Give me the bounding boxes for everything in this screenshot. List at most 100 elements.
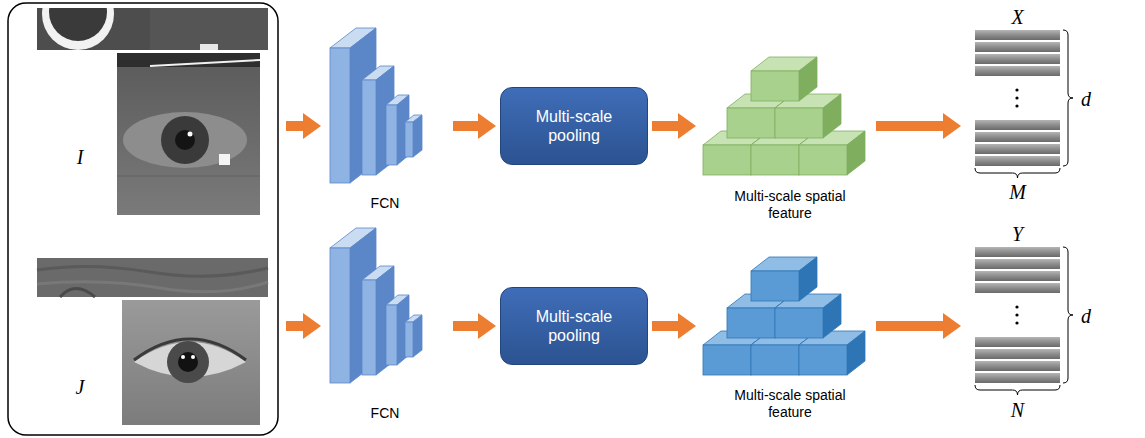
feature-cube — [703, 145, 751, 175]
feature-cube — [799, 57, 817, 101]
feature-cube — [751, 257, 817, 301]
flow-arrow — [876, 321, 943, 331]
eye-image — [122, 300, 260, 425]
eye-image — [178, 352, 198, 372]
feature-cube — [727, 308, 775, 338]
feature-bars — [975, 259, 1060, 269]
feature-cube — [799, 257, 817, 301]
pooling-box: Multi-scale pooling — [500, 287, 648, 365]
feature-cube — [751, 57, 817, 101]
brace — [975, 168, 1060, 178]
fcn-layer — [405, 122, 413, 157]
feature-cube — [703, 345, 751, 375]
variable-label: d — [1078, 87, 1094, 111]
feature-bars — [1015, 321, 1018, 324]
variable-label: M — [975, 180, 1060, 204]
feature-bars — [1015, 313, 1018, 316]
eye-image — [150, 60, 260, 66]
fcn-block: FCN — [325, 25, 449, 217]
fcn-layer — [350, 28, 376, 183]
iris-strip — [60, 289, 95, 298]
fcn-layer — [350, 228, 376, 383]
variable-label: Y — [975, 222, 1060, 246]
node-label: FCN — [325, 405, 445, 422]
fcn-layer — [330, 48, 350, 183]
brace — [975, 385, 1060, 395]
feature-bars — [975, 42, 1060, 52]
pooling-box: Multi-scale pooling — [500, 87, 648, 165]
variable-label: X — [975, 5, 1060, 29]
feature-matrix: Y Nd — [965, 222, 1098, 432]
input-image-group: I — [28, 5, 282, 220]
iris-strip — [37, 8, 268, 50]
fcn-layer — [362, 80, 376, 175]
feature-cube — [823, 294, 841, 338]
feature-bars — [1015, 96, 1018, 99]
fcn-layer — [330, 228, 376, 383]
node-label: Multi-scale spatial feature — [712, 387, 868, 421]
feature-cube — [751, 145, 799, 175]
brace — [1063, 30, 1073, 166]
eye-image — [191, 355, 195, 359]
variable-label: I — [65, 145, 95, 169]
fcn-layer — [386, 105, 397, 165]
feature-bars — [975, 349, 1060, 359]
iris-strip — [150, 8, 268, 50]
node-label: FCN — [325, 195, 445, 212]
iris-strip — [37, 258, 268, 297]
feature-bars — [975, 271, 1060, 281]
fcn-layer — [330, 28, 376, 183]
feature-cube — [823, 94, 841, 138]
fcn-layer — [330, 248, 350, 383]
feature-bars — [975, 66, 1060, 76]
fcn-layer — [405, 115, 422, 157]
eye-image — [219, 154, 230, 165]
eye-image — [175, 130, 195, 150]
feature-pyramid — [703, 57, 865, 175]
feature-pyramid — [703, 257, 865, 375]
node-label: Multi-scale pooling — [501, 307, 647, 345]
node-label: Multi-scale spatial feature — [712, 188, 868, 222]
eye-image — [117, 175, 260, 177]
node-label: Multi-scale pooling — [501, 107, 647, 145]
feature-bars — [975, 120, 1060, 130]
feature-bars — [975, 30, 1060, 40]
flow-arrow — [652, 321, 678, 331]
eye-image — [161, 116, 209, 164]
input-panel — [8, 3, 278, 435]
feature-bars — [975, 132, 1060, 142]
feature-pyramid-node: Multi-scale spatial feature — [700, 235, 872, 433]
variable-label: N — [975, 398, 1060, 422]
feature-cube — [847, 331, 865, 375]
flow-arrow — [453, 321, 478, 331]
eye-image — [167, 341, 209, 383]
feature-cube — [727, 108, 775, 138]
fcn-layers — [330, 28, 422, 183]
feature-cube — [751, 271, 799, 301]
fcn-layer — [413, 315, 422, 357]
feature-bars — [1015, 88, 1018, 91]
feature-bars — [975, 156, 1060, 166]
feature-bars — [975, 54, 1060, 64]
feature-cube — [775, 308, 823, 338]
fcn-layers — [330, 228, 422, 383]
flow-arrow — [652, 121, 678, 131]
iris-strip — [37, 266, 268, 276]
feature-cube — [751, 345, 799, 375]
flow-arrow — [286, 121, 303, 131]
eye-image — [117, 53, 260, 67]
flow-arrow — [876, 121, 943, 131]
feature-bars — [975, 144, 1060, 154]
fcn-layer — [405, 322, 413, 357]
fcn-layer — [386, 305, 397, 365]
eye-image — [123, 112, 247, 168]
variable-label: d — [1078, 304, 1094, 328]
fcn-layer — [362, 280, 376, 375]
feature-cube — [799, 345, 847, 375]
feature-bars — [975, 30, 1060, 166]
feature-bars — [1015, 104, 1018, 107]
iris-strip — [200, 44, 218, 50]
eye-image — [122, 300, 260, 425]
